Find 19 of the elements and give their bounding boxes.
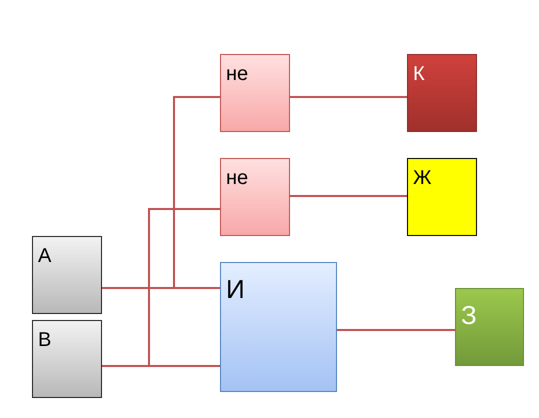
logic-box [220,54,290,132]
box-label: не [226,167,248,189]
box-label: не [226,63,248,85]
box-label: К [413,63,425,85]
logic-box [407,54,477,132]
box-label: И [226,275,245,304]
connector-line [337,329,455,331]
box-label: В [38,329,52,351]
connector-line [290,195,407,197]
box-label: З [461,301,477,330]
box-label: А [38,245,52,267]
connector-line [290,96,407,98]
logic-box [407,158,477,236]
logic-box [220,158,290,236]
box-label: Ж [413,167,432,189]
logic-box [32,320,102,398]
logic-box [455,288,524,366]
logic-box [32,236,102,314]
logic-box [220,262,337,392]
